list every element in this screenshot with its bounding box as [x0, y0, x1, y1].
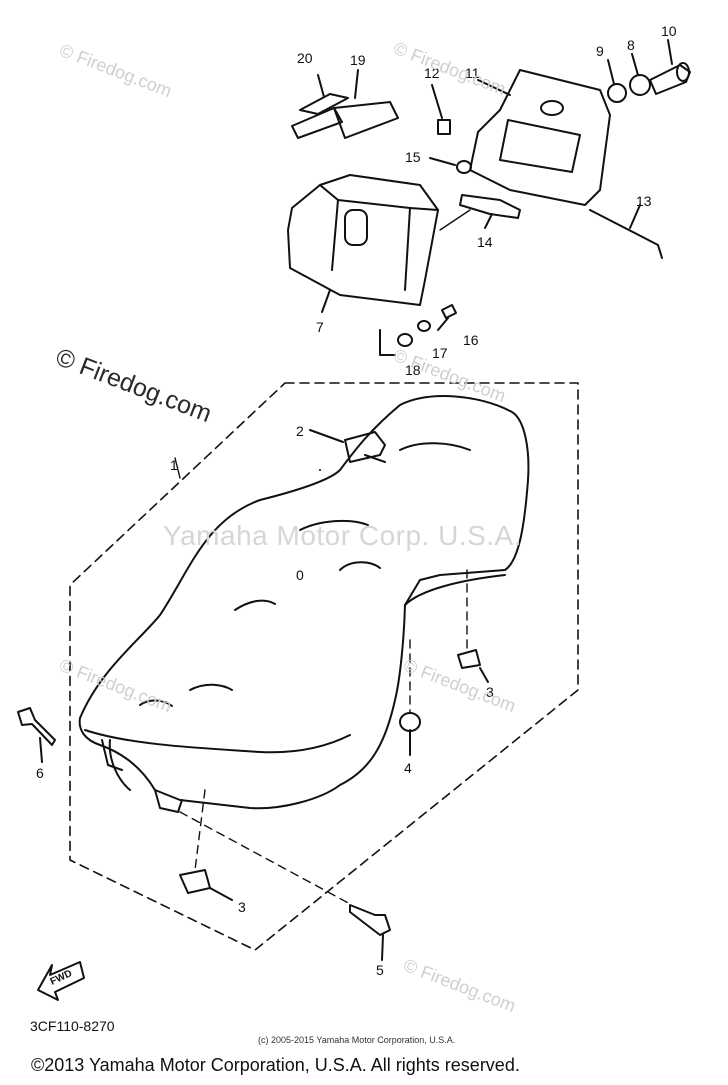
callout-6: 6	[36, 765, 44, 781]
callout-13: 13	[636, 193, 652, 209]
part-10-lock-cylinder	[649, 39, 691, 95]
callout-0: 0	[296, 567, 304, 583]
part-2-strap	[309, 429, 386, 463]
center-watermark: Yamaha Motor Corp. U.S.A.	[163, 520, 522, 551]
callout-5: 5	[376, 962, 384, 978]
callout-17: 17	[432, 345, 448, 361]
callout-1: 1	[170, 457, 178, 473]
part-16-bolt	[437, 304, 457, 331]
part-9-washer	[607, 59, 627, 103]
part-3-bracket-left	[179, 789, 233, 901]
fwd-arrow	[37, 961, 85, 1001]
inner-copyright: (c) 2005-2015 Yamaha Motor Corporation, …	[258, 1035, 456, 1045]
callout-8: 8	[627, 37, 635, 53]
callout-18: 18	[405, 362, 421, 378]
callout-4: 4	[404, 760, 412, 776]
part-20-clip	[291, 74, 349, 139]
part-4-damper	[399, 639, 421, 756]
part-17-collar	[417, 320, 431, 332]
callout-3-left: 3	[238, 899, 246, 915]
callout-7: 7	[316, 319, 324, 335]
callout-20: 20	[297, 50, 313, 66]
part-18-grommet	[379, 329, 413, 356]
footer-copyright: ©2013 Yamaha Motor Corporation, U.S.A. A…	[31, 1055, 520, 1075]
part-5-bolt	[179, 811, 391, 961]
callout-9: 9	[596, 43, 604, 59]
callout-2: 2	[296, 423, 304, 439]
callout-11: 11	[465, 65, 480, 81]
callout-19: 19	[350, 52, 366, 68]
diagram-code: 3CF110-8270	[30, 1018, 115, 1034]
part-0-seat	[78, 395, 530, 813]
seat-assembly-dashed-outline	[69, 382, 579, 951]
part-8-nut	[629, 53, 651, 96]
callout-10: 10	[661, 23, 677, 39]
part-6-bolt	[17, 707, 56, 763]
callout-15: 15	[405, 149, 421, 165]
part-13-rod	[589, 204, 663, 259]
callout-16: 16	[463, 332, 479, 348]
part-7-box-cover	[287, 174, 439, 313]
part-12-clip-nut	[431, 84, 451, 135]
part-11-tail-cover	[469, 69, 611, 206]
callout-14: 14	[477, 234, 493, 250]
part-3-bracket-right	[457, 569, 489, 683]
callout-12: 12	[424, 65, 440, 81]
callout-3-right: 3	[486, 684, 494, 700]
part-19-band	[333, 69, 399, 139]
part-15-nut	[429, 157, 472, 174]
part-14-bracket	[459, 194, 521, 229]
